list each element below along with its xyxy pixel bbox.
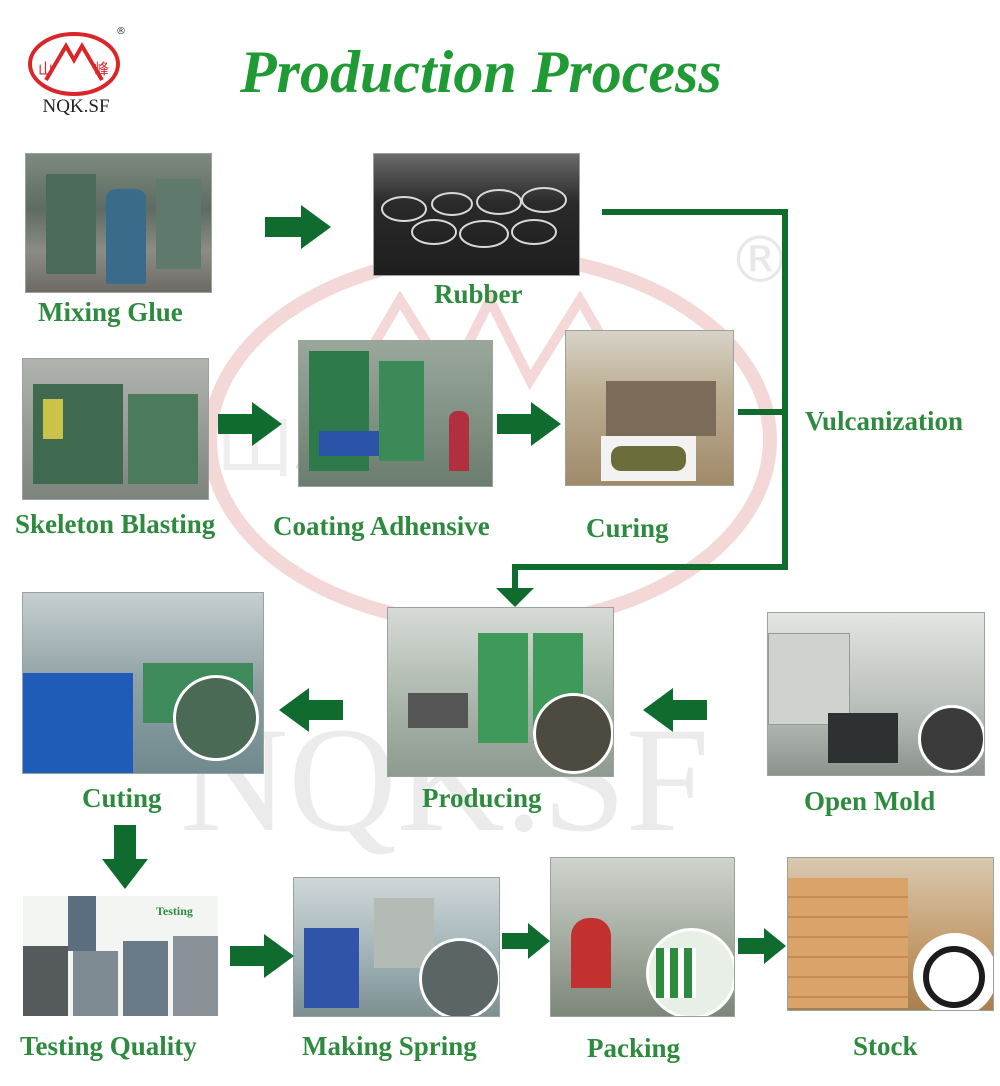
label-making-spring: Making Spring bbox=[302, 1031, 477, 1061]
photo-coating-adhesive bbox=[298, 340, 493, 487]
photo-packing bbox=[550, 857, 735, 1017]
arrow-right-2 bbox=[218, 402, 282, 446]
photo-rubber bbox=[373, 153, 580, 276]
arrow-down-to-producing bbox=[496, 588, 534, 607]
arrow-left-1 bbox=[643, 688, 707, 732]
photo-making-spring bbox=[293, 877, 500, 1017]
label-rubber: Rubber bbox=[434, 279, 523, 309]
label-mixing-glue: Mixing Glue bbox=[38, 297, 183, 327]
page-title: Production Process bbox=[240, 39, 722, 105]
label-packing: Packing bbox=[587, 1033, 681, 1063]
brand-logo: 山 峰 ® NQK.SF bbox=[28, 26, 126, 117]
photo-open-mold bbox=[767, 612, 985, 776]
label-testing-quality: Testing Quality bbox=[20, 1031, 197, 1061]
label-producing: Producing bbox=[422, 783, 542, 813]
photo-testing-quality: Testing bbox=[22, 895, 219, 1017]
label-skeleton-blasting: Skeleton Blasting bbox=[15, 509, 216, 539]
arrow-right-6 bbox=[738, 928, 786, 964]
logo-registered: ® bbox=[116, 26, 126, 37]
photo-producing bbox=[387, 607, 614, 777]
watermark-mountain bbox=[295, 288, 685, 473]
photo-mixing-glue bbox=[25, 153, 212, 293]
watermark-registered: ® bbox=[728, 224, 792, 298]
arrow-left-2 bbox=[279, 688, 343, 732]
logo-text: NQK.SF bbox=[42, 96, 109, 117]
label-vulcanization: Vulcanization bbox=[805, 406, 964, 436]
arrow-right-4 bbox=[230, 934, 294, 978]
photo-skeleton-blasting bbox=[22, 358, 209, 500]
photo-curing bbox=[565, 330, 734, 486]
photo-stock bbox=[787, 857, 994, 1011]
arrow-right-5 bbox=[502, 923, 550, 959]
arrow-right-1 bbox=[265, 205, 331, 249]
label-stock: Stock bbox=[853, 1031, 918, 1061]
label-open-mold: Open Mold bbox=[804, 786, 936, 816]
logo-glyph-left: 山 bbox=[38, 60, 53, 78]
logo-glyph-right: 峰 bbox=[94, 60, 109, 78]
label-curing: Curing bbox=[586, 513, 669, 543]
label-cuting: Cuting bbox=[82, 783, 162, 813]
label-coating-adhesive: Coating Adhensive bbox=[273, 511, 490, 541]
testing-inset-caption: Testing bbox=[156, 904, 193, 918]
photo-cuting bbox=[22, 592, 264, 774]
arrow-right-3 bbox=[497, 402, 561, 446]
arrow-down-1 bbox=[102, 825, 148, 889]
